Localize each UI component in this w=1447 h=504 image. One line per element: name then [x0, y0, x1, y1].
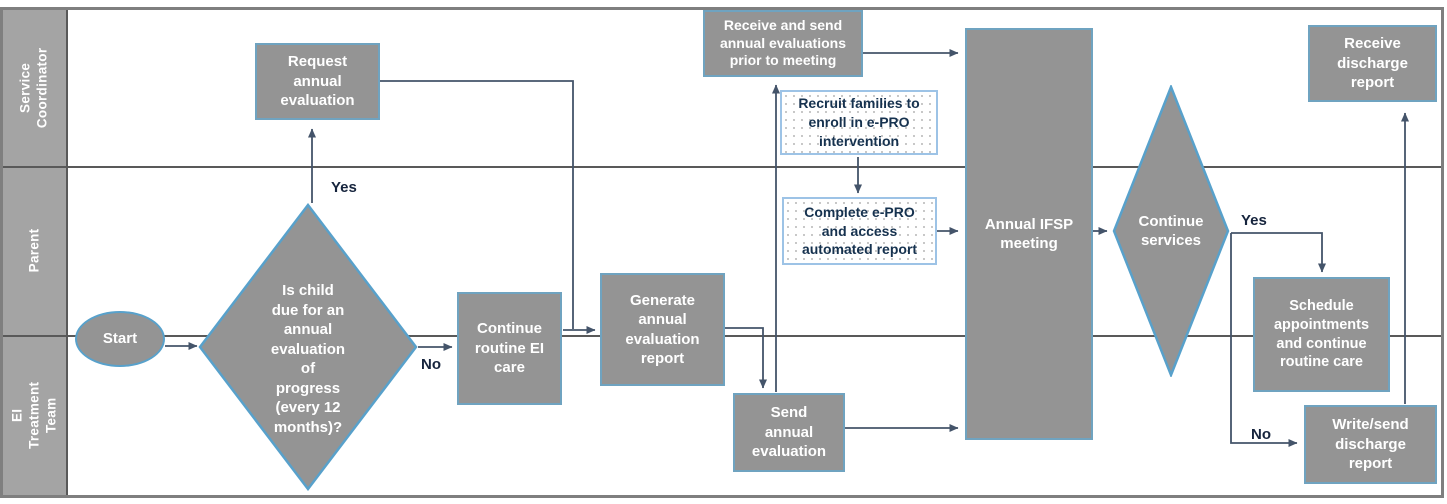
lane-label-column — [3, 10, 66, 495]
node-decision-continue-services: Continue services — [1112, 85, 1230, 377]
node-continue-routine-ei-care: Continue routine EI care — [457, 292, 562, 405]
node-start: Start — [75, 311, 165, 367]
edge-label-no-left: No — [421, 356, 441, 373]
node-annual-ifsp-meeting: Annual IFSP meeting — [965, 28, 1093, 440]
node-receive-send-annual-evaluations: Receive and send annual evaluations prio… — [703, 10, 863, 77]
node-label: Complete e-PRO and access automated repo… — [801, 203, 918, 258]
lane-column-divider — [66, 10, 68, 495]
node-generate-annual-evaluation-report: Generate annual evaluation report — [600, 273, 725, 386]
diamond-shape — [198, 203, 418, 491]
node-decision-annual-evaluation-due: Is child due for an annual evaluation of… — [198, 203, 418, 491]
edge-label-yes-right: Yes — [1241, 212, 1267, 229]
edge-label-yes-left: Yes — [331, 179, 357, 196]
node-label: Write/send discharge report — [1332, 416, 1409, 473]
diamond-shape — [1112, 85, 1230, 377]
node-receive-discharge-report: Receive discharge report — [1308, 25, 1437, 102]
node-label: Continue routine EI care — [474, 320, 545, 377]
node-send-annual-evaluation: Send annual evaluation — [733, 393, 845, 472]
node-recruit-families-epro: Recruit families to enroll in e-PRO inte… — [780, 90, 938, 155]
swimlane-label-ei-treatment-team: EI Treatment Team — [3, 335, 66, 495]
node-request-annual-evaluation: Request annual evaluation — [255, 43, 380, 120]
swimlane-label-text: Service Coordinator — [17, 47, 50, 129]
node-label: Receive and send annual evaluations prio… — [719, 16, 847, 69]
node-label: Recruit families to enroll in e-PRO inte… — [798, 95, 920, 149]
node-label: Is child due for an annual evaluation of… — [270, 282, 346, 436]
node-write-send-discharge-report: Write/send discharge report — [1304, 405, 1437, 484]
swimlane-label-text: Parent — [26, 228, 42, 273]
node-label: Send annual evaluation — [751, 404, 827, 461]
node-label: Schedule appointments and continue routi… — [1273, 297, 1370, 371]
node-label: Receive discharge report — [1337, 35, 1408, 92]
node-label: Annual IFSP meeting — [984, 215, 1074, 253]
lane-separator-1 — [3, 166, 1441, 168]
node-schedule-appointments: Schedule appointments and continue routi… — [1253, 277, 1390, 392]
swimlane-label-service-coordinator: Service Coordinator — [3, 10, 66, 166]
node-label: Continue services — [1138, 212, 1204, 250]
swimlane-label-parent: Parent — [3, 166, 66, 335]
chart-frame — [0, 7, 1444, 498]
node-complete-epro-automated-report: Complete e-PRO and access automated repo… — [782, 197, 937, 265]
swimlane-label-text: EI Treatment Team — [9, 381, 58, 449]
edge-label-no-right: No — [1251, 426, 1271, 443]
node-label: Start — [102, 330, 138, 348]
node-label: Generate annual evaluation report — [625, 291, 700, 368]
node-label: Request annual evaluation — [280, 53, 355, 110]
